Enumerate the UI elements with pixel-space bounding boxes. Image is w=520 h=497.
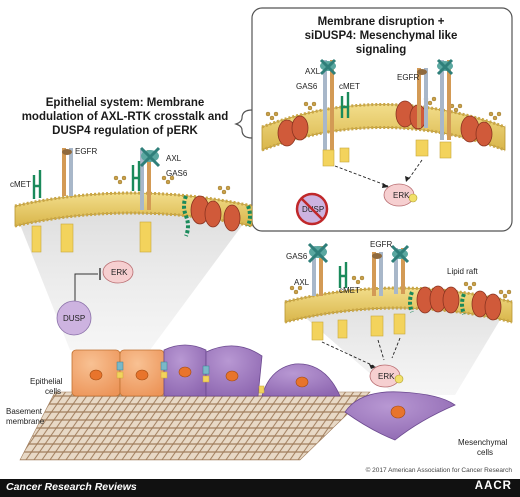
inset-title-2: siDUSP4: Mesenchymal like [305, 30, 458, 42]
footer-bar [0, 479, 520, 497]
epithelial-green-clusters [182, 195, 252, 237]
label-mesenchymal-cells-1: Mesenchymal [458, 438, 508, 447]
mesenchymal-phospho-dot [394, 374, 404, 384]
inset-arrowhead-left [382, 183, 389, 188]
epithelial-dusp: DUSP [56, 300, 92, 336]
inset-phospho-dot [408, 193, 418, 203]
label-epithelial-cells-2: cells [45, 387, 61, 396]
epithelial-label-cmet: cMET [10, 180, 31, 189]
inset-glycans [265, 96, 502, 121]
inset-label-cmet: cMET [339, 82, 360, 91]
label-mesenchymal-cells-2: cells [477, 448, 493, 457]
inset-title-3: signaling [356, 44, 406, 56]
epithelial-label-gas6: GAS6 [166, 169, 188, 178]
inset-title-1: Membrane disruption + [318, 16, 445, 28]
inset-axl-receptor-right [436, 58, 454, 159]
mesenchymal-cell [344, 391, 456, 441]
epithelial-zoom: Epithelial system: Membrane modulation o… [10, 97, 253, 350]
mesenchymal-cmet-receptor [337, 262, 348, 339]
mesenchymal-label-axl: AXL [294, 278, 310, 287]
epithelial-title-1: Epithelial system: Membrane [46, 97, 205, 109]
mesenchymal-egfr-receptor [370, 252, 384, 337]
label-basement-membrane-2: membrane [6, 417, 45, 426]
journal-name: Cancer Research Reviews [6, 481, 137, 493]
epithelial-title-2: modulation of AXL-RTK crosstalk and [22, 111, 229, 123]
inset-arrow-left [334, 165, 389, 187]
cell-junctions [116, 361, 265, 394]
inset-arrow-right [407, 159, 423, 181]
mesenchymal-arrow-left [321, 341, 375, 367]
inset-label-gas6: GAS6 [296, 82, 318, 91]
inset-label-axl: AXL [305, 67, 321, 76]
transitional-cells [163, 344, 341, 397]
mesenchymal-label-lipid-raft: Lipid raft [447, 267, 478, 276]
copyright-notice: © 2017 American Association for Cancer R… [365, 467, 512, 474]
label-basement-membrane-1: Basement [6, 407, 43, 416]
publisher-logo: AACR [474, 480, 512, 492]
epithelial-cmet-receptor [31, 170, 42, 253]
inset-brace [234, 109, 253, 139]
epithelial-label-erk: ERK [111, 268, 128, 277]
epithelial-membrane-heads-top [14, 191, 253, 208]
mesenchymal-raft-proteins [408, 285, 502, 321]
inset-axl-receptor [319, 58, 337, 167]
inset-label-erk: ERK [393, 191, 410, 200]
mesenchymal-glycans [289, 275, 512, 299]
epithelial-glycans [113, 175, 231, 195]
mesenchymal-label-erk: ERK [378, 372, 395, 381]
inset-cmet-receptor [339, 92, 350, 163]
epithelial-title-3: DUSP4 regulation of pERK [52, 125, 198, 137]
inset-label-egfr: EGFR [397, 73, 419, 82]
epithelial-label-dusp: DUSP [63, 314, 85, 323]
inset-erk: ERK [383, 183, 418, 207]
mesenchymal-arrow-right [391, 337, 401, 359]
basement-membrane-mesh [19, 391, 371, 461]
inset-egfr-receptor [415, 68, 429, 157]
inset-raft-proteins [277, 100, 493, 147]
mesenchymal-label-egfr: EGFR [370, 240, 392, 249]
epithelial-label-axl: AXL [166, 154, 182, 163]
mesenchymal-zoom: GAS6 EGFR AXL cMET Lipid raft ERK [284, 240, 513, 395]
mesenchymal-axl-receptor-right [390, 244, 410, 335]
epithelial-label-egfr: EGFR [75, 147, 97, 156]
inset-panel: Membrane disruption + siDUSP4: Mesenchym… [234, 7, 513, 232]
epithelial-raft-proteins [190, 195, 241, 232]
dusp-inhibition-line [74, 273, 98, 302]
label-epithelial-cells-1: Epithelial [30, 377, 63, 386]
inset-dusp-knockdown: DUSP [295, 192, 329, 226]
mesenchymal-erk: ERK [369, 364, 404, 388]
inset-arrowhead-right [405, 176, 410, 182]
epithelial-membrane-heads-bottom [14, 211, 253, 228]
mesenchymal-label-cmet: cMET [339, 286, 360, 295]
epithelial-axl-receptor [131, 146, 161, 253]
mesenchymal-label-gas6: GAS6 [286, 252, 308, 261]
mesenchymal-axl-receptor [307, 242, 329, 341]
mesenchymal-arrow-mid [377, 339, 385, 361]
epithelial-cone [15, 212, 252, 350]
mesenchymal-arrowhead-left [369, 364, 376, 369]
tissue-layer: Epithelial cells Basement membrane Mesen… [6, 344, 508, 461]
epithelial-erk: ERK [102, 260, 134, 284]
epithelial-egfr-receptor [60, 148, 74, 253]
